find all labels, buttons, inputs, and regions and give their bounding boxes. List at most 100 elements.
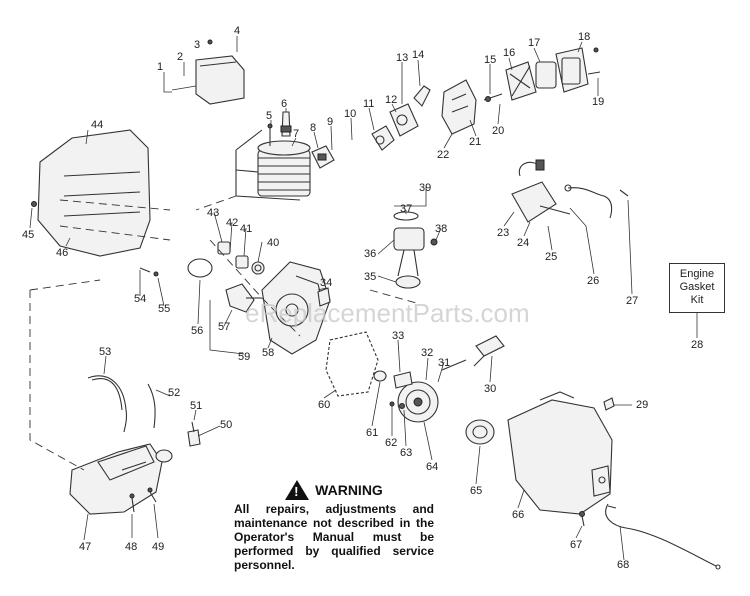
fuel-line-part bbox=[87, 375, 156, 433]
callout-62: 62 bbox=[385, 437, 397, 449]
air-filter-base-part bbox=[441, 79, 477, 135]
callout-36: 36 bbox=[364, 248, 376, 260]
piston-part bbox=[393, 211, 438, 289]
kit-box-line: Kit bbox=[690, 294, 704, 306]
callout-23: 23 bbox=[497, 227, 509, 239]
cylinder-part bbox=[235, 129, 311, 201]
boot-part bbox=[311, 145, 335, 169]
ignition-module-part bbox=[511, 159, 571, 223]
callout-51: 51 bbox=[190, 400, 202, 412]
bearing-part bbox=[217, 241, 265, 275]
crankcase-half-part bbox=[325, 331, 379, 397]
callout-27: 27 bbox=[626, 295, 638, 307]
recoil-spring-part bbox=[465, 419, 495, 445]
callout-32: 32 bbox=[421, 347, 433, 359]
kit-box-line: Engine bbox=[679, 268, 715, 280]
callout-63: 63 bbox=[400, 447, 412, 459]
callout-8: 8 bbox=[310, 122, 316, 134]
callout-17: 17 bbox=[528, 37, 540, 49]
callout-67: 67 bbox=[570, 539, 582, 551]
callout-16: 16 bbox=[503, 47, 515, 59]
screw-part bbox=[267, 123, 273, 146]
callout-57: 57 bbox=[218, 321, 230, 333]
callout-50: 50 bbox=[220, 419, 232, 431]
warning-notice: WARNING All repairs, adjustments and mai… bbox=[234, 480, 434, 572]
callout-33: 33 bbox=[392, 330, 404, 342]
callout-9: 9 bbox=[327, 116, 333, 128]
callout-15: 15 bbox=[484, 54, 496, 66]
callout-39: 39 bbox=[419, 182, 431, 194]
throttle-cable-part bbox=[605, 503, 721, 570]
screw-part bbox=[579, 397, 615, 527]
callout-21: 21 bbox=[469, 136, 481, 148]
callout-34: 34 bbox=[320, 277, 332, 289]
callout-64: 64 bbox=[426, 461, 438, 473]
callout-45: 45 bbox=[22, 229, 34, 241]
callout-25: 25 bbox=[545, 251, 557, 263]
callout-59: 59 bbox=[238, 351, 250, 363]
callout-31: 31 bbox=[438, 357, 450, 369]
callout-56: 56 bbox=[191, 325, 203, 337]
callout-49: 49 bbox=[152, 541, 164, 553]
callout-65: 65 bbox=[470, 485, 482, 497]
air-filter-part bbox=[505, 47, 589, 101]
cover-part bbox=[171, 39, 245, 105]
callout-14: 14 bbox=[412, 49, 424, 61]
callout-19: 19 bbox=[592, 96, 604, 108]
callout-55: 55 bbox=[158, 303, 170, 315]
callout-54: 54 bbox=[134, 293, 146, 305]
pulley-part bbox=[397, 381, 439, 423]
crankcase-part bbox=[261, 261, 331, 355]
callout-3: 3 bbox=[194, 39, 200, 51]
callout-13: 13 bbox=[396, 52, 408, 64]
callout-60: 60 bbox=[318, 399, 330, 411]
ignition-wire-part bbox=[564, 184, 629, 219]
fuel-filter-part bbox=[155, 421, 201, 463]
callout-68: 68 bbox=[617, 559, 629, 571]
callout-58: 58 bbox=[262, 347, 274, 359]
warning-title: WARNING bbox=[315, 482, 383, 498]
watermark-text: eReplacementParts.com bbox=[245, 298, 530, 328]
callout-labels: 1 2 3 4 5 6 7 8 9 10 11 12 13 14 15 16 1… bbox=[22, 25, 703, 571]
callout-10: 10 bbox=[344, 108, 356, 120]
starter-housing-part bbox=[507, 391, 613, 515]
callout-5: 5 bbox=[266, 110, 272, 122]
carburetor-part bbox=[371, 125, 395, 151]
callout-20: 20 bbox=[492, 125, 504, 137]
fuel-tank-part bbox=[69, 443, 163, 515]
callout-26: 26 bbox=[587, 275, 599, 287]
warning-text: All repairs, adjustments and maintenance… bbox=[234, 502, 434, 572]
callout-18: 18 bbox=[578, 31, 590, 43]
callout-40: 40 bbox=[267, 237, 279, 249]
callout-46: 46 bbox=[56, 247, 68, 259]
callout-30: 30 bbox=[484, 383, 496, 395]
engine-shroud-part bbox=[37, 129, 171, 257]
callout-29: 29 bbox=[636, 399, 648, 411]
callout-41: 41 bbox=[240, 223, 252, 235]
starter-handle-part bbox=[441, 335, 505, 371]
crankshaft-part bbox=[225, 283, 262, 313]
carb-body-part bbox=[389, 103, 419, 137]
callout-53: 53 bbox=[99, 346, 111, 358]
callout-11: 11 bbox=[363, 98, 374, 110]
callout-24: 24 bbox=[517, 237, 529, 249]
callout-48: 48 bbox=[125, 541, 137, 553]
screw-part bbox=[129, 487, 157, 513]
callout-28: 28 bbox=[691, 339, 703, 351]
callout-12: 12 bbox=[385, 94, 397, 106]
callout-1: 1 bbox=[157, 61, 163, 73]
kit-box-line: Gasket bbox=[679, 281, 715, 293]
callout-2: 2 bbox=[177, 51, 183, 63]
callout-66: 66 bbox=[512, 509, 524, 521]
callout-35: 35 bbox=[364, 271, 376, 283]
callout-37: 37 bbox=[400, 203, 412, 215]
engine-gasket-kit-box: Engine Gasket Kit bbox=[669, 263, 725, 313]
callout-61: 61 bbox=[366, 427, 378, 439]
callout-7: 7 bbox=[293, 128, 299, 140]
callout-43: 43 bbox=[207, 207, 219, 219]
callout-52: 52 bbox=[168, 387, 180, 399]
leader-lines bbox=[29, 36, 698, 561]
callout-6: 6 bbox=[281, 98, 287, 110]
screw-part bbox=[31, 201, 159, 277]
